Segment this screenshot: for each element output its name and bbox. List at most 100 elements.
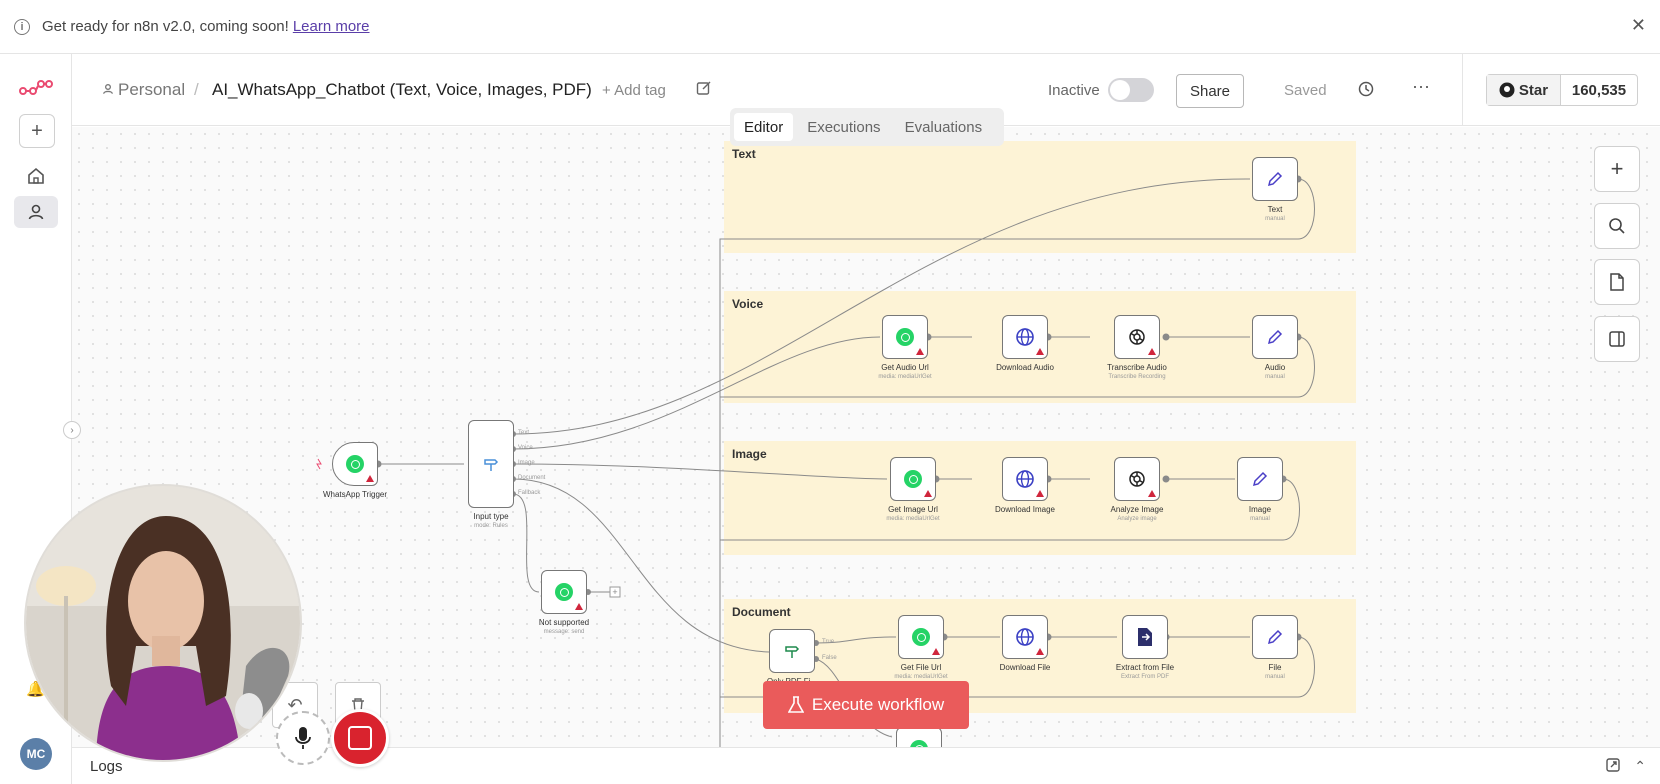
pencil-icon [1267,629,1283,645]
create-button[interactable]: + [19,114,55,148]
node-label: File [1268,663,1282,672]
active-toggle[interactable] [1108,78,1154,102]
tab-editor[interactable]: Editor [734,113,794,141]
search-button[interactable] [1594,203,1640,249]
workflow-canvas[interactable]: Text Voice Image Document [72,127,1660,747]
node-get-image-url[interactable] [890,457,936,501]
node-label: Audio [1264,363,1286,372]
more-options-icon[interactable]: ··· [1412,76,1430,96]
history-icon[interactable] [1357,80,1375,98]
node-subtitle: manual [1265,216,1285,222]
github-star-button[interactable]: Star [1487,75,1561,105]
node-label: Get Image Url [888,505,938,514]
pencil-icon [1267,171,1283,187]
warning-icon [924,490,932,497]
close-icon[interactable]: ✕ [1630,15,1646,35]
node-get-file-url[interactable] [898,615,944,659]
microphone-button[interactable] [276,711,330,765]
search-icon [1609,218,1625,234]
svg-text:+: + [612,587,617,597]
sticky-note-voice[interactable]: Voice [724,291,1356,403]
execute-label: Execute workflow [811,695,945,714]
breadcrumb-personal-label: Personal [118,80,186,99]
banner-text: Get ready for n8n v2.0, coming soon! [42,18,289,35]
sticky-note-button[interactable] [1594,259,1640,305]
breadcrumb-personal[interactable]: Personal [102,80,185,100]
expand-sidebar-button[interactable]: › [63,421,81,439]
node-label: WhatsApp Trigger [322,490,388,499]
node-partial-whatsapp[interactable] [896,727,942,747]
node-text[interactable] [1252,157,1298,201]
node-whatsapp-trigger[interactable] [332,442,378,486]
plus-icon: + [1610,156,1624,181]
undo-icon: ↶ [287,694,303,715]
warning-icon [366,475,374,482]
node-extract-from-file[interactable] [1122,615,1168,659]
sticky-note-text[interactable]: Text [724,141,1356,253]
node-download-image[interactable] [1002,457,1048,501]
node-label: Get Audio Url [881,363,929,372]
node-download-audio[interactable] [1002,315,1048,359]
chevron-up-icon[interactable]: ⌃ [1634,758,1646,774]
node-subtitle: Extract From PDF [1120,674,1169,680]
add-tag-button[interactable]: + Add tag [602,82,666,99]
info-icon: i [14,18,30,35]
tab-executions[interactable]: Executions [807,118,881,136]
edit-description-icon[interactable] [696,80,712,96]
node-label: Transcribe Audio [1107,363,1167,372]
whatsapp-icon [346,455,364,473]
node-label: Image [1248,505,1272,514]
node-label: Get File Url [900,663,942,672]
node-not-supported[interactable] [541,570,587,614]
node-image[interactable] [1237,457,1283,501]
node-file[interactable] [1252,615,1298,659]
presenter-video-frame [26,486,300,760]
node-subtitle: media: mediaUrlGet [878,374,932,380]
active-status-label: Inactive [1048,82,1100,99]
globe-icon [1016,470,1034,488]
logs-label: Logs [90,757,123,775]
node-only-pdf[interactable] [769,629,815,673]
breadcrumb-separator: / [194,80,199,99]
tab-evaluations[interactable]: Evaluations [904,118,983,136]
node-subtitle: manual [1250,516,1270,522]
github-star-widget: Star 160,535 [1486,74,1638,106]
zoom-in-button[interactable]: + [1594,146,1640,192]
whatsapp-icon [904,470,922,488]
pencil-icon [1252,471,1268,487]
whatsapp-icon [896,328,914,346]
announcement-banner: i Get ready for n8n v2.0, coming soon! L… [0,0,1660,54]
saved-status: Saved [1284,82,1327,99]
avatar[interactable]: MC [20,738,52,770]
sticky-label-text: Text [732,147,756,161]
user-icon [103,84,113,94]
execute-workflow-button[interactable]: Execute workflow [763,681,969,729]
node-audio[interactable] [1252,315,1298,359]
node-label: Not supported [538,618,590,627]
home-button[interactable] [14,160,58,192]
output-label-text: Text [518,430,530,436]
stop-icon [348,726,372,750]
pop-out-icon[interactable] [1606,758,1620,772]
node-analyze-image[interactable] [1114,457,1160,501]
personal-button[interactable] [14,196,58,228]
toggle-panel-button[interactable] [1594,316,1640,362]
node-label: Download Audio [996,363,1054,372]
view-tabs: Editor Executions Evaluations [730,108,1004,146]
node-label: Input type [473,512,509,521]
n8n-logo[interactable] [14,72,58,104]
stop-recording-button[interactable] [331,709,389,767]
node-input-type[interactable] [468,420,514,508]
node-download-file[interactable] [1002,615,1048,659]
node-transcribe-audio[interactable] [1114,315,1160,359]
webcam-overlay [24,484,302,762]
openai-icon [1129,471,1145,487]
node-label: Extract from File [1115,663,1175,672]
node-get-audio-url[interactable] [882,315,928,359]
github-star-count[interactable]: 160,535 [1571,81,1627,99]
learn-more-link[interactable]: Learn more [292,18,370,35]
workflow-title[interactable]: AI_WhatsApp_Chatbot (Text, Voice, Images… [212,80,592,99]
share-button[interactable]: Share [1176,74,1244,108]
header-right-area [1462,54,1660,126]
warning-icon [1148,348,1156,355]
